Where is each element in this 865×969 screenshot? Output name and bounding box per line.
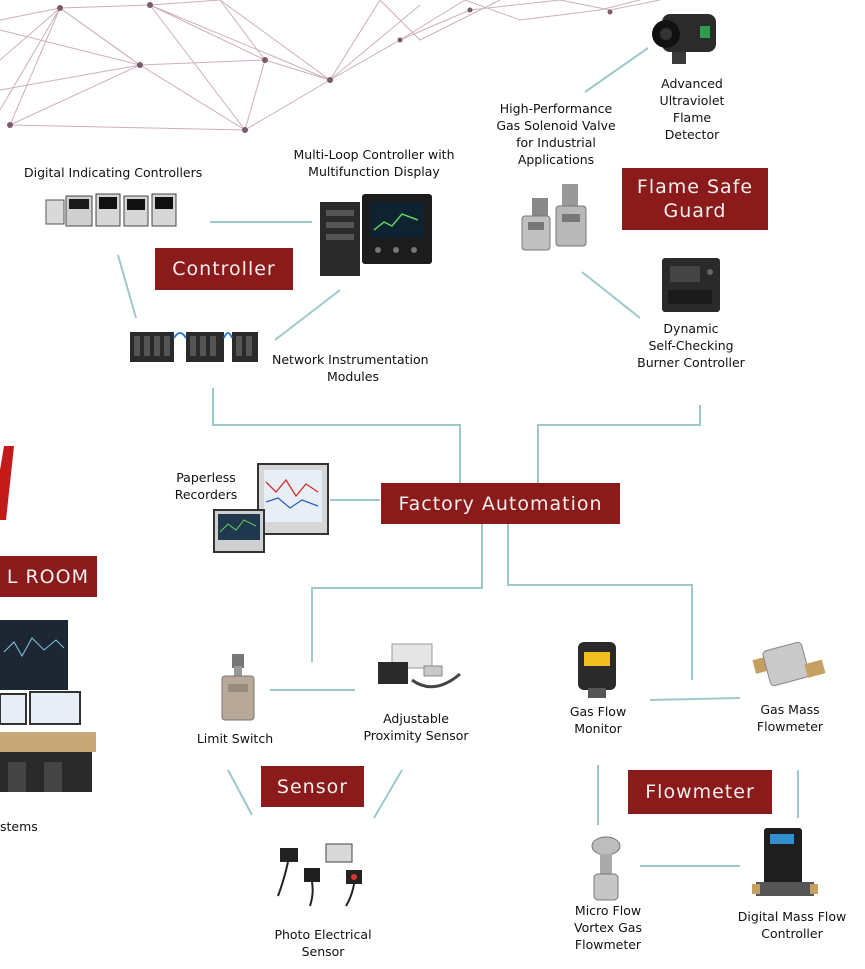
digital-mass-flow-controller-image [752,828,818,896]
paperless-recorders-image [213,463,329,553]
proximity-line-1: Adjustable [383,711,449,726]
proximity-sensor-image [378,643,461,689]
photo-sensor-image [277,843,362,907]
control-room-image [0,620,96,792]
dmf-line-2: Controller [761,926,823,941]
paperless-line-1: Paperless [176,470,236,485]
burner-controller-image [662,258,720,312]
gas-mass-line-1: Gas Mass [760,702,820,717]
solenoid-line-2: Gas Solenoid Valve [496,118,616,133]
proximity-line-2: Proximity Sensor [363,728,469,743]
proximity-sensor-label: Adjustable Proximity Sensor [352,710,480,744]
multi-loop-controller-image [320,194,432,276]
burner-line-3: Burner Controller [637,355,745,370]
vortex-line-1: Micro Flow [574,903,642,918]
solenoid-valve-label: High-Performance Gas Solenoid Valve for … [488,100,624,168]
gas-mass-flowmeter-image [752,641,826,687]
control-room-box: L ROOM [0,556,97,597]
gas-flow-line-2: Monitor [574,721,622,736]
digital-mass-flow-label: Digital Mass Flow Controller [732,908,852,942]
network-line-2: Modules [327,369,379,384]
flame-safe-guard-box: Flame Safe Guard [622,168,768,230]
burner-line-2: Self-Checking [648,338,734,353]
micro-flow-vortex-label: Micro Flow Vortex Gas Flowmeter [560,902,656,953]
uv-line-3: Flame [672,110,712,125]
vortex-line-2: Vortex Gas [574,920,642,935]
paperless-line-2: Recorders [174,487,238,502]
photo-line-1: Photo Electrical [274,927,372,942]
uv-line-2: Ultraviolet [659,93,725,108]
multi-loop-controller-label: Multi-Loop Controller with Multifunction… [284,146,464,180]
connector-paths [117,47,799,867]
flame-safe-guard-line-2: Guard [663,200,727,222]
sensor-box: Sensor [261,766,364,807]
uv-line-4: Detector [664,127,720,142]
gas-flow-monitor-label: Gas Flow Monitor [556,703,640,737]
multi-loop-line-1: Multi-Loop Controller with [293,147,455,162]
flame-safe-guard-line-1: Flame Safe [636,176,754,198]
digital-indicating-controllers-label: Digital Indicating Controllers [24,165,203,180]
vortex-line-3: Flowmeter [574,937,642,952]
solenoid-valve-image [521,184,587,251]
burner-controller-label: Dynamic Self-Checking Burner Controller [628,320,754,371]
solenoid-line-1: High-Performance [499,101,613,116]
systems-partial-label: stems [0,819,38,834]
photo-sensor-label: Photo Electrical Sensor [258,926,388,960]
uv-line-1: Advanced [661,76,723,91]
network-line-1: Network Instrumentation [272,352,429,367]
network-background [0,0,661,131]
uv-flame-detector-image [652,14,716,64]
uv-flame-detector-label: Advanced Ultraviolet Flame Detector [646,75,738,143]
solenoid-line-3: for Industrial [516,135,596,150]
gas-mass-flowmeter-label: Gas Mass Flowmeter [748,701,832,735]
paperless-recorders-label: Paperless Recorders [166,469,246,503]
micro-flow-vortex-image [591,836,621,901]
multi-loop-line-2: Multifunction Display [308,164,440,179]
gas-mass-line-2: Flowmeter [756,719,824,734]
limit-switch-label: Limit Switch [196,731,274,746]
limit-switch-image [221,654,255,721]
gas-flow-line-1: Gas Flow [569,704,627,719]
controller-box: Controller [155,248,293,290]
network-instrumentation-label: Network Instrumentation Modules [272,351,429,385]
burner-line-1: Dynamic [663,321,719,336]
flowmeter-box: Flowmeter [628,770,772,814]
dmf-line-1: Digital Mass Flow [737,909,847,924]
photo-line-2: Sensor [301,944,345,959]
network-modules-image [130,332,258,362]
solenoid-line-4: Applications [517,152,595,167]
factory-automation-box: Factory Automation [381,483,620,524]
gas-flow-monitor-image [578,642,616,698]
digital-indicating-controllers-image [45,193,177,227]
